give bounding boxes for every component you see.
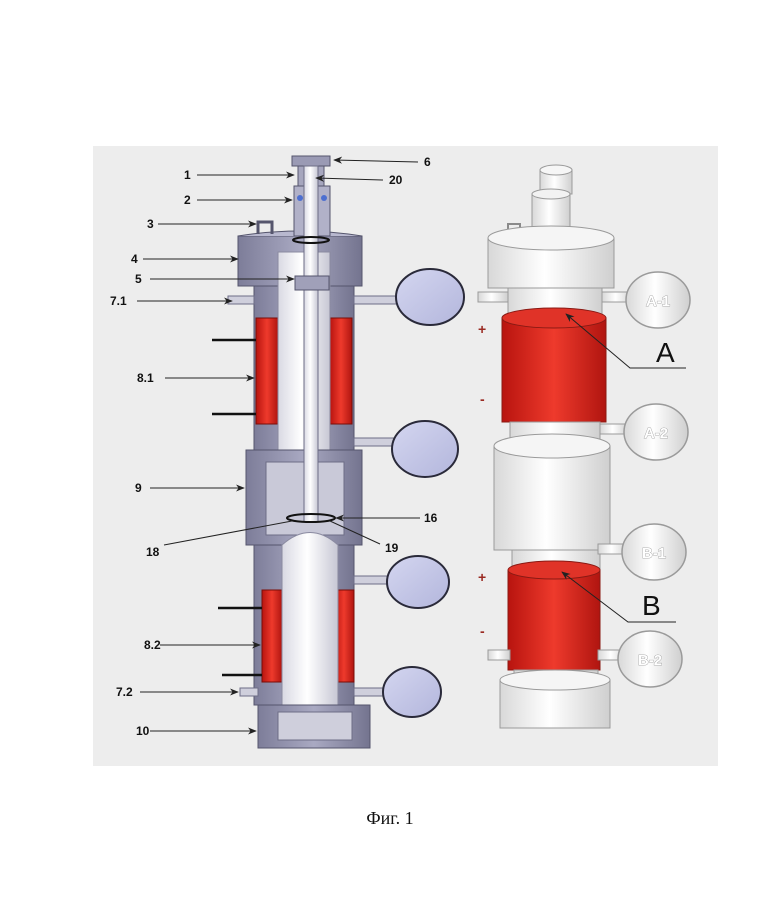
gauge-label-a2: A-2: [644, 425, 668, 442]
polarity-sign-b-plus: +: [478, 569, 486, 585]
part-label-19: 19: [385, 541, 399, 555]
part-label-6: 6: [424, 155, 431, 169]
part-label-16: 16: [424, 511, 438, 525]
part-label-7-1: 7.1: [110, 294, 127, 308]
part-label-8-1: 8.1: [137, 371, 154, 385]
gauge-lower-1: [387, 556, 449, 608]
lower-heater-left: [262, 590, 282, 682]
part-label-10: 10: [136, 724, 150, 738]
polarity-sign-a-minus: -: [480, 391, 485, 407]
part-label-7-2: 7.2: [116, 685, 133, 699]
heater-band-a: [502, 318, 606, 422]
gauge-label-b2: B-2: [638, 652, 662, 669]
part-label-5: 5: [135, 272, 142, 286]
heater-band-b: [508, 570, 600, 670]
part-label-3: 3: [147, 217, 154, 231]
upper-heater-right: [330, 318, 352, 424]
part-label-18: 18: [146, 545, 160, 559]
part-label-9: 9: [135, 481, 142, 495]
part-label-2: 2: [184, 193, 191, 207]
part-label-1: 1: [184, 168, 191, 182]
zone-label-b: B: [642, 590, 661, 621]
zone-label-a: A: [656, 337, 675, 368]
figure-caption: Фиг. 1: [0, 808, 780, 829]
gauge-lower-2: [383, 667, 441, 717]
polarity-sign-b-minus: -: [480, 623, 485, 639]
part-label-4: 4: [131, 252, 138, 266]
part-label-20: 20: [389, 173, 403, 187]
gauge-upper-1: [396, 269, 464, 325]
upper-heater-left: [256, 318, 278, 424]
gauge-label-a1: A-1: [646, 293, 670, 310]
polarity-sign-a-plus: +: [478, 321, 486, 337]
part-label-8-2: 8.2: [144, 638, 161, 652]
gauge-upper-2: [392, 421, 458, 477]
gauge-label-b1: B-1: [642, 545, 666, 562]
